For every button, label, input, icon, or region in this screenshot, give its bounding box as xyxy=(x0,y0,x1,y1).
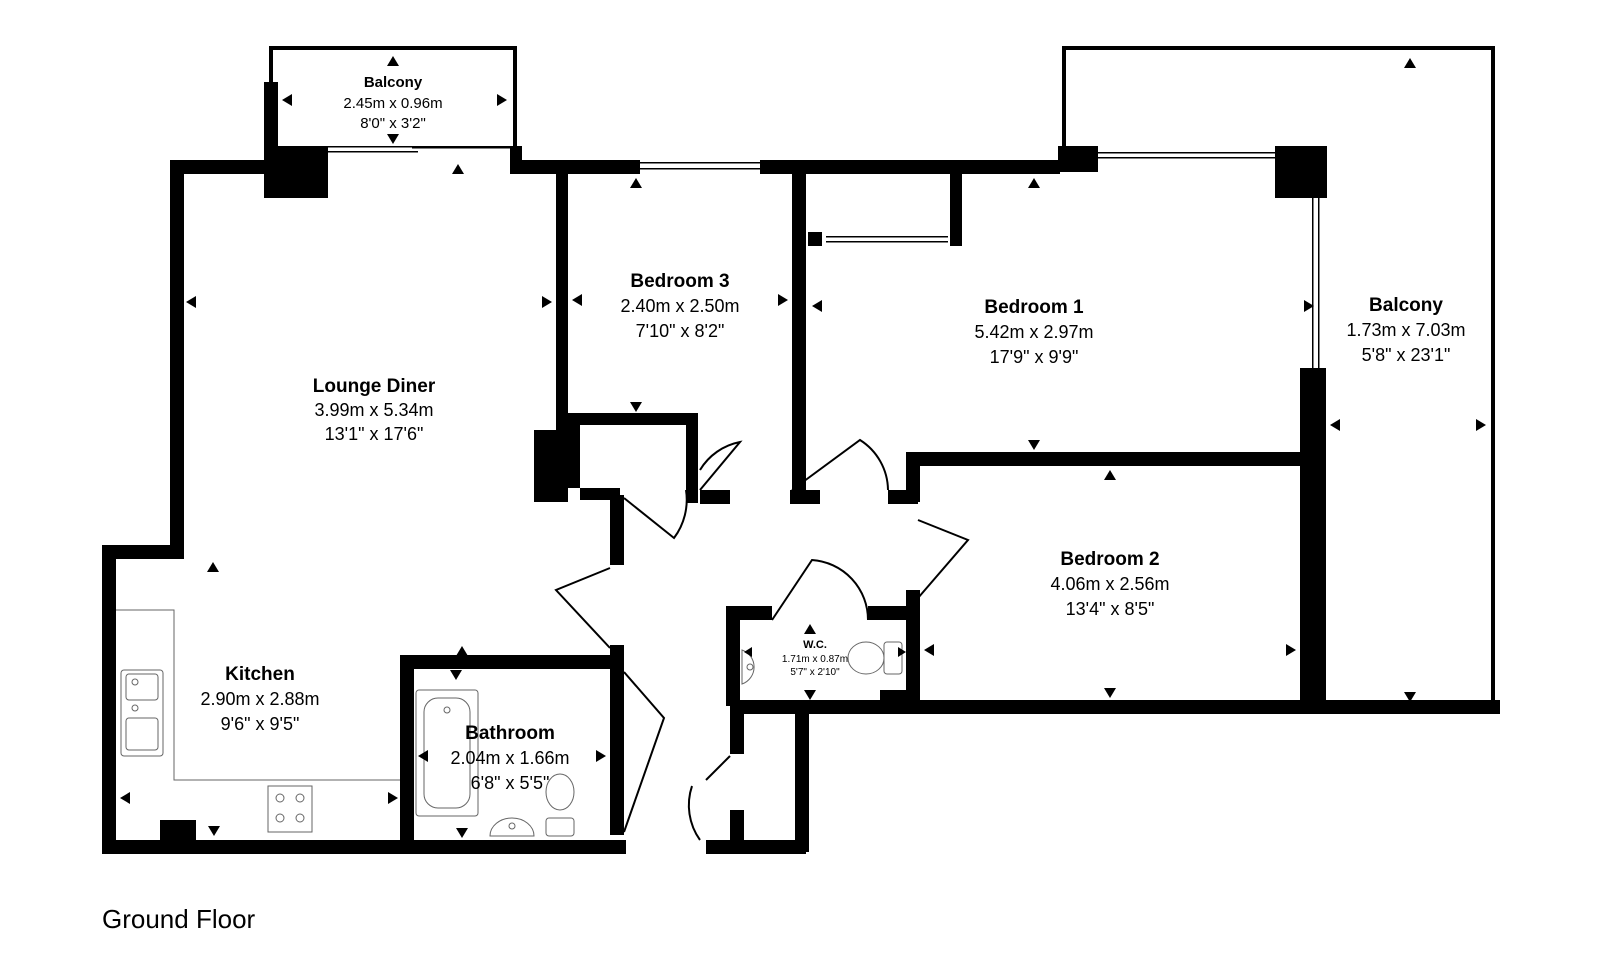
bedroom3-imperial: 7'10" x 8'2" xyxy=(636,321,725,341)
lounge-name: Lounge Diner xyxy=(313,376,436,397)
bedroom3-metric: 2.40m x 2.50m xyxy=(620,296,739,316)
balcony-large-imperial: 5'8" x 23'1" xyxy=(1362,345,1451,365)
bedroom1-metric: 5.42m x 2.97m xyxy=(974,322,1093,342)
kitchen-name: Kitchen xyxy=(225,664,295,685)
balcony-small-imperial: 8'0" x 3'2" xyxy=(360,115,426,132)
balcony-large-metric: 1.73m x 7.03m xyxy=(1346,320,1465,340)
door-swings xyxy=(554,438,970,841)
bedroom1-imperial: 17'9" x 9'9" xyxy=(990,347,1079,367)
bathroom-metric: 2.04m x 1.66m xyxy=(450,748,569,768)
room-labels: Balcony 2.45m x 0.96m 8'0" x 3'2" Lounge… xyxy=(200,74,1465,793)
wc-metric: 1.71m x 0.87m xyxy=(782,654,848,665)
kitchen-metric: 2.90m x 2.88m xyxy=(200,689,319,709)
bedroom2-imperial: 13'4" x 8'5" xyxy=(1066,599,1155,619)
lounge-metric: 3.99m x 5.34m xyxy=(314,400,433,420)
wc-imperial: 5'7" x 2'10" xyxy=(790,667,840,678)
balcony-small-metric: 2.45m x 0.96m xyxy=(343,95,442,112)
bedroom2-metric: 4.06m x 2.56m xyxy=(1050,574,1169,594)
balcony-small-name: Balcony xyxy=(364,74,423,91)
bathroom-imperial: 6'8" x 5'5" xyxy=(471,773,550,793)
bathroom-name: Bathroom xyxy=(465,723,555,744)
bedroom2-name: Bedroom 2 xyxy=(1060,549,1159,570)
walls xyxy=(102,46,1500,854)
dimension-arrows xyxy=(120,56,1486,838)
kitchen-imperial: 9'6" x 9'5" xyxy=(221,714,300,734)
lounge-imperial: 13'1" x 17'6" xyxy=(325,424,424,444)
floor-label: Ground Floor xyxy=(102,904,256,934)
balcony-large-name: Balcony xyxy=(1369,295,1443,316)
wc-name: W.C. xyxy=(803,639,827,651)
bedroom1-name: Bedroom 1 xyxy=(984,297,1084,318)
fixtures xyxy=(116,609,903,837)
bedroom3-name: Bedroom 3 xyxy=(630,271,729,292)
